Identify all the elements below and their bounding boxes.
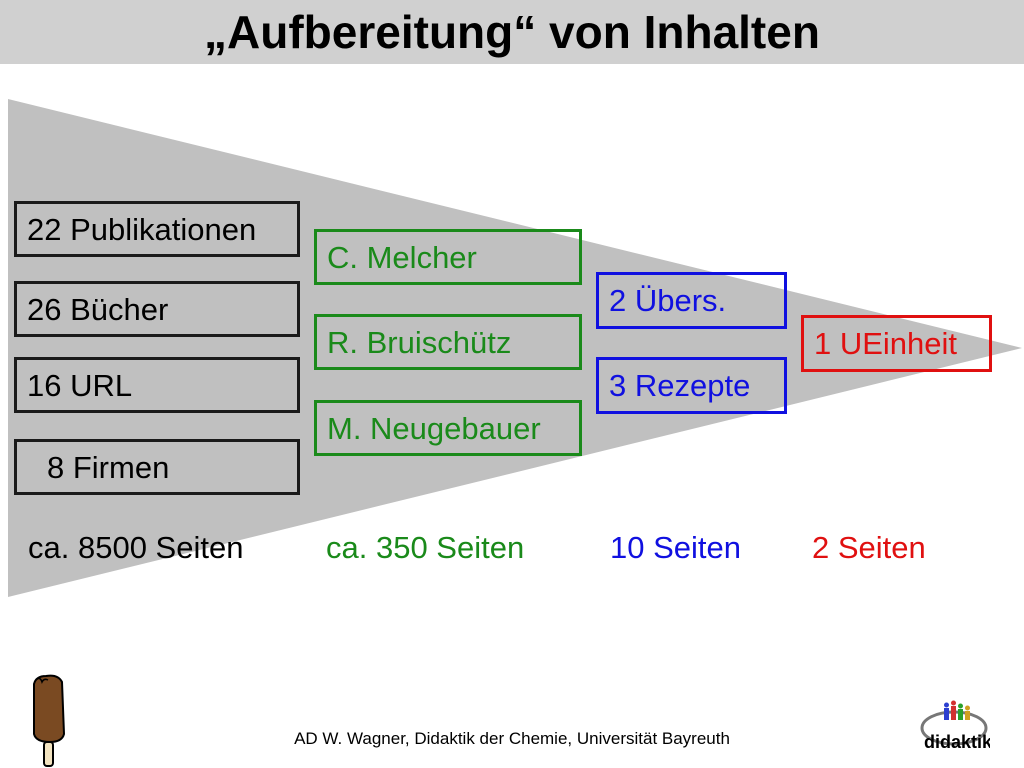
title-bar [0,0,1024,64]
didaktik-logo: didaktik [920,700,990,752]
source-box-publikationen: 22 Publikationen [14,201,300,257]
final-box-ueinheit: 1 UEinheit [801,315,992,372]
funnel-triangle [8,99,1022,597]
pages-results: 10 Seiten [610,530,741,565]
result-box-uebersichten: 2 Übers. [596,272,787,329]
pages-authors: ca. 350 Seiten [326,530,525,565]
svg-text:didaktik: didaktik [924,732,990,752]
author-box-bruischuetz: R. Bruischütz [314,314,582,370]
result-box-rezepte: 3 Rezepte [596,357,787,414]
author-box-melcher: C. Melcher [314,229,582,285]
slide-title: „Aufbereitung“ von Inhalten [204,6,820,58]
source-box-buecher: 26 Bücher [14,281,300,337]
author-box-neugebauer: M. Neugebauer [314,400,582,456]
footer-credit: AD W. Wagner, Didaktik der Chemie, Unive… [294,729,730,748]
pages-final: 2 Seiten [812,530,926,565]
source-box-firmen: 8 Firmen [14,439,300,495]
source-box-url: 16 URL [14,357,300,413]
pages-sources: ca. 8500 Seiten [28,530,244,565]
ice-cream-bar-icon [33,674,66,767]
